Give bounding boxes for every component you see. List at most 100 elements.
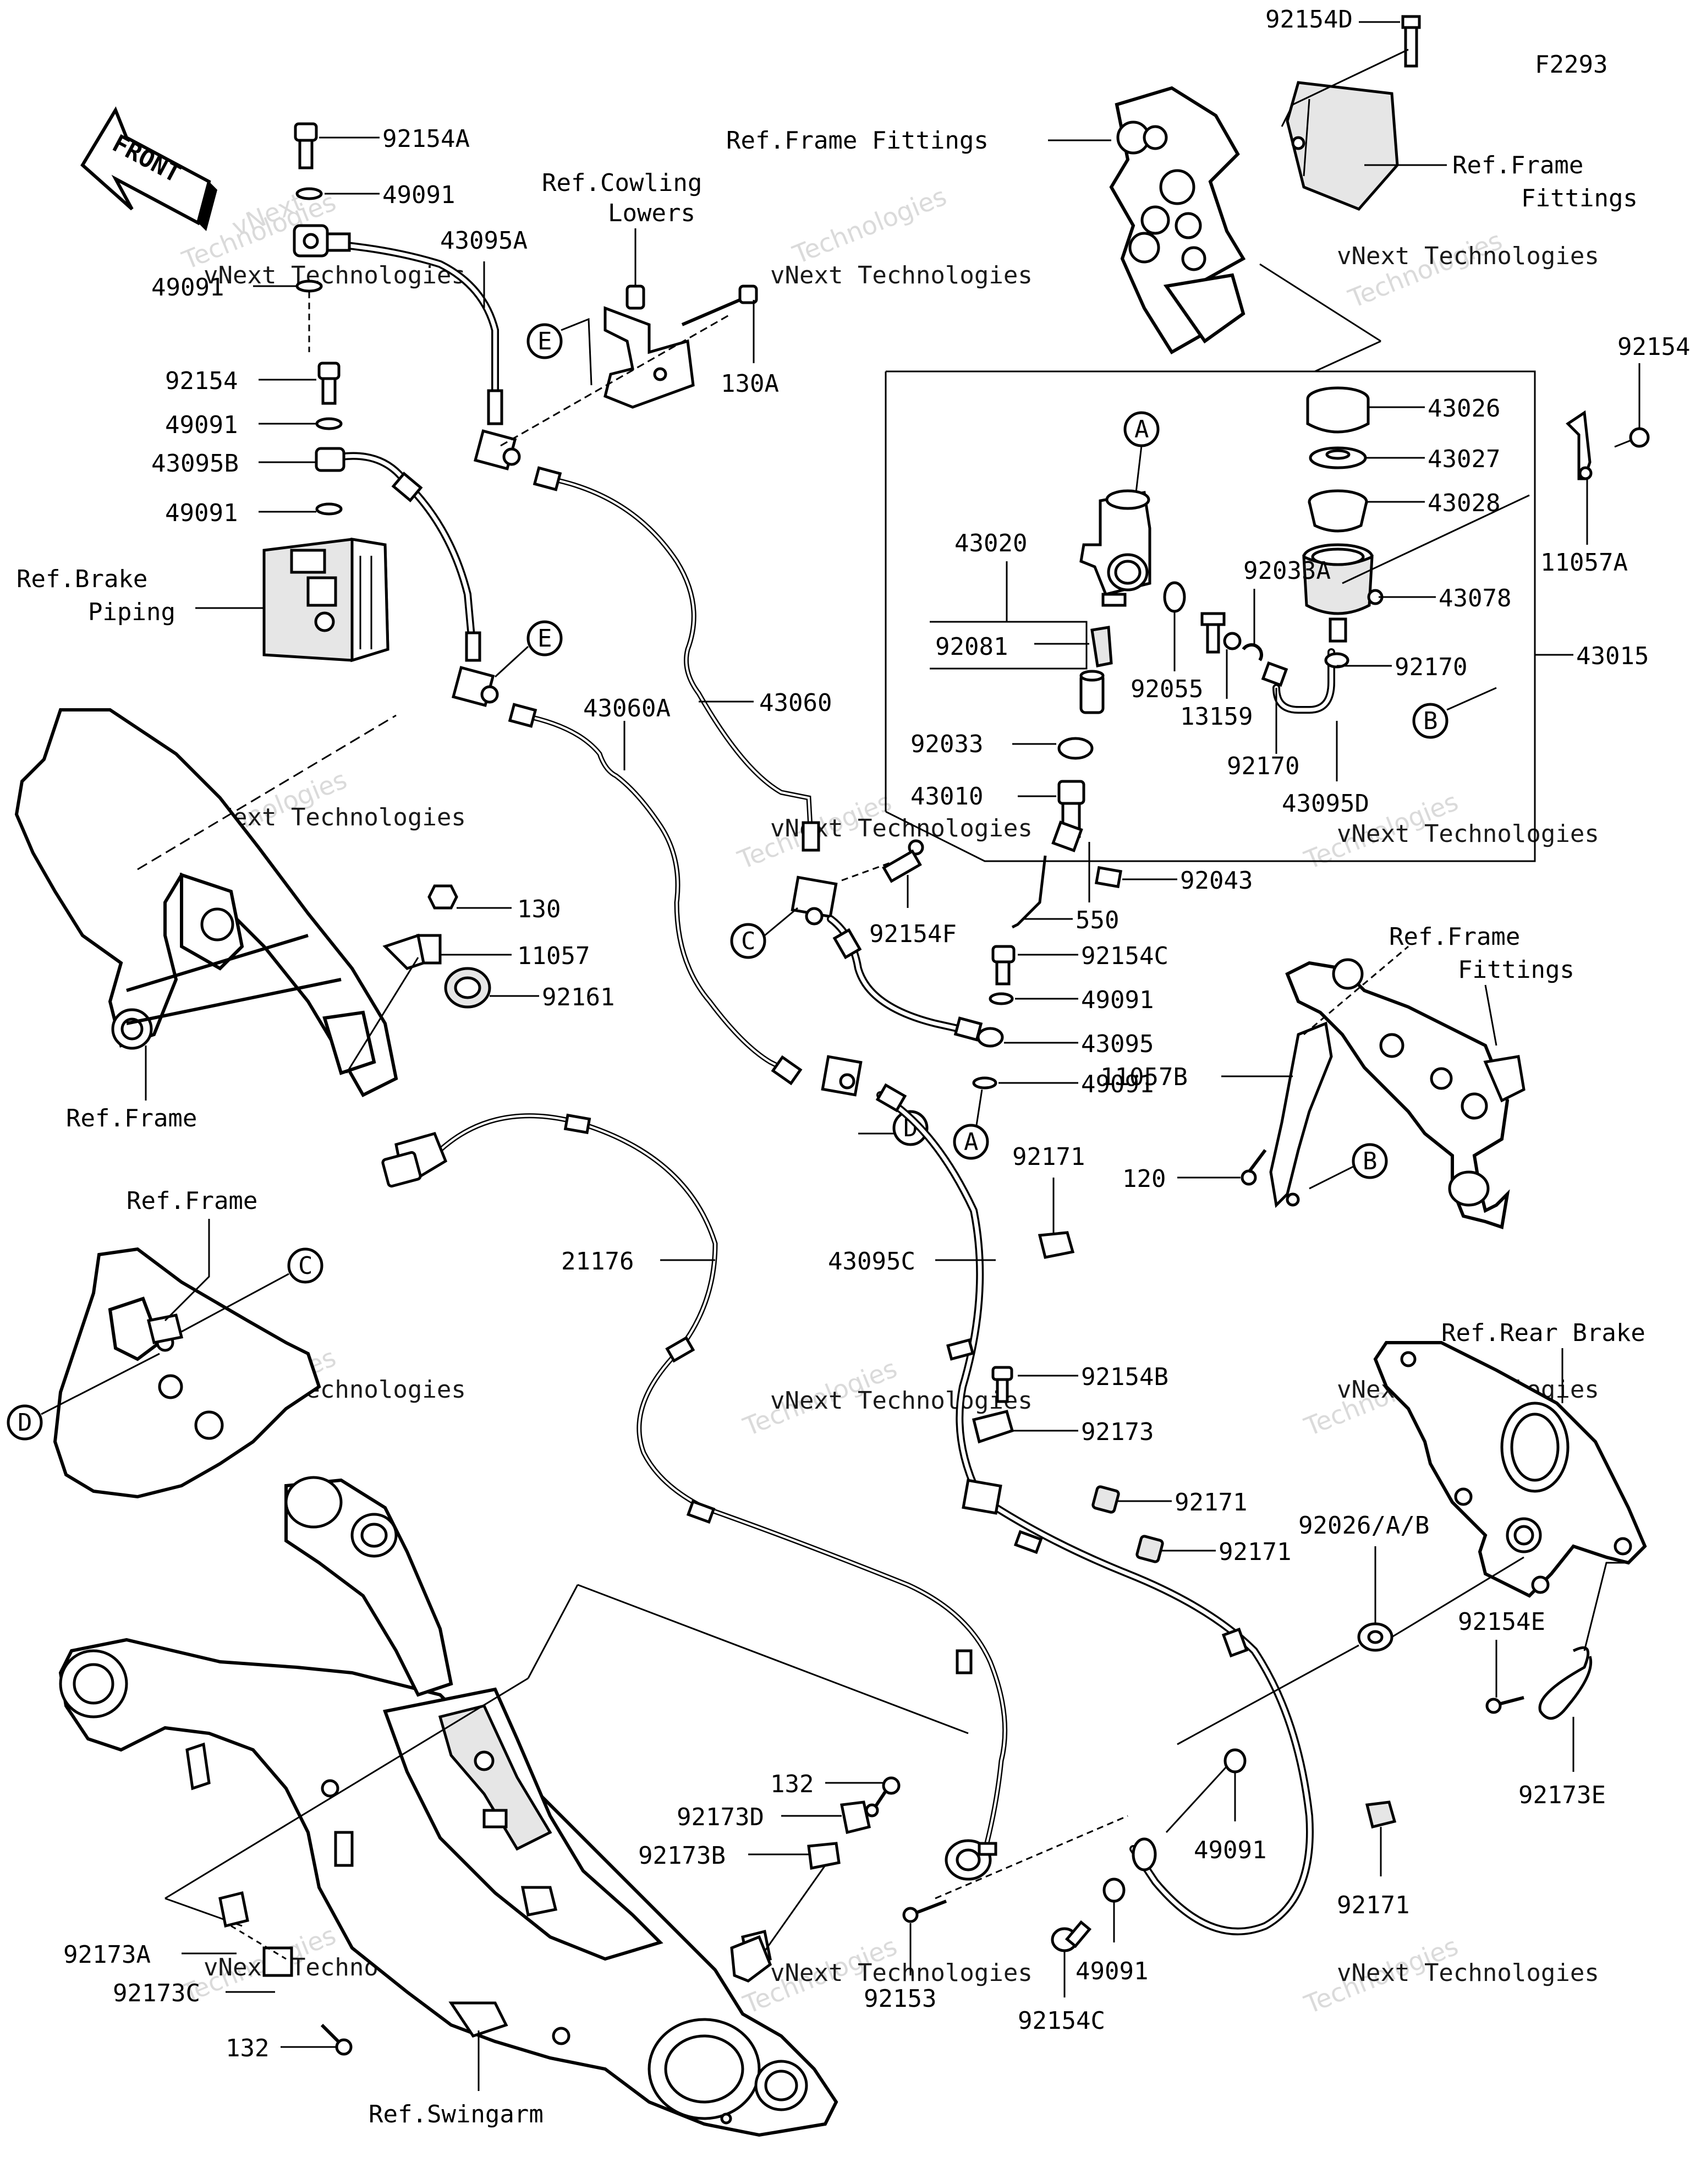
watermark: Technologies <box>788 181 951 270</box>
label-92055: 92055 <box>1131 675 1203 703</box>
washer-49091a-icon <box>295 187 323 200</box>
frame-fittings-bracket-right <box>1285 958 1526 1229</box>
callout-B-lower <box>1352 1143 1388 1179</box>
bolt-92153-icon <box>902 1900 947 1923</box>
bolt-130A-icon <box>681 284 758 326</box>
clamp-92173B-icon <box>807 1842 841 1870</box>
label-43095D: 43095D <box>1282 790 1369 818</box>
pushrod-holder-icon <box>1079 670 1105 714</box>
callout-D-lower <box>7 1404 43 1441</box>
boot-92081-icon <box>1090 626 1113 667</box>
label-92026: 92026/A/B <box>1298 1512 1429 1540</box>
bolt-92154A-icon <box>294 122 318 169</box>
grommet-92161-icon <box>444 967 491 1009</box>
label-120: 120 <box>1122 1165 1166 1193</box>
label-92043: 92043 <box>1180 867 1253 895</box>
watermark-small: vNext Technologies <box>204 261 466 289</box>
clamp-92171b-icon <box>1091 1485 1120 1514</box>
watermark-small: vNext Technologies <box>1337 820 1599 848</box>
washer-49091e-icon <box>989 992 1014 1005</box>
nut-130-icon <box>427 884 458 910</box>
label-92154D: 92154D <box>1265 6 1353 34</box>
label-43078: 43078 <box>1439 584 1511 612</box>
ref-frame-fittings-mid: Ref.Frame <box>1389 923 1520 951</box>
swingarm-icon <box>58 1476 969 2137</box>
circlip-92033-icon <box>1057 737 1094 760</box>
brake-pipe-43060-icon <box>533 466 820 852</box>
callout-D-label-2: D <box>18 1409 32 1437</box>
screw-13159-icon <box>1200 612 1242 654</box>
ref-frame: Ref.Frame <box>66 1104 197 1132</box>
callout-A-lower <box>953 1124 989 1160</box>
bolt-92154B-icon <box>991 1366 1013 1403</box>
label-92154F: 92154F <box>869 920 957 948</box>
callout-B <box>1412 703 1448 739</box>
label-43060A: 43060A <box>583 694 671 722</box>
label-92171d: 92171 <box>1337 1891 1409 1919</box>
reservoir-43078-icon <box>1302 543 1384 643</box>
label-43060: 43060 <box>759 689 832 717</box>
bracket-cowling-icon <box>603 284 695 409</box>
label-49091e: 49091 <box>1081 986 1154 1014</box>
label-49091c: 49091 <box>165 411 238 439</box>
sensor-cable-21176-icon <box>437 1113 1008 1879</box>
callout-E-label-2: E <box>537 625 552 653</box>
ref-frame-fittings-mid: Fittings <box>1458 956 1574 984</box>
label-49091f: 49091 <box>1081 1070 1154 1098</box>
callout-D <box>892 1110 929 1146</box>
joint-block-C-icon <box>791 875 838 926</box>
label-49091h: 49091 <box>1076 1957 1148 1985</box>
label-92173E: 92173E <box>1518 1781 1606 1809</box>
label-92033: 92033 <box>910 730 983 758</box>
bolt-92154F-icon <box>882 839 924 883</box>
diaphragm-43028-icon <box>1308 489 1368 533</box>
clamp-92173D-icon <box>840 1800 879 1835</box>
callout-B-label-2: B <box>1363 1147 1378 1175</box>
callout-C-label-2: C <box>298 1252 313 1280</box>
ref-brake-piping: Ref.Brake <box>17 565 147 593</box>
ref-brake-piping: Piping <box>88 598 175 626</box>
washer-49091d-icon <box>315 502 343 516</box>
callout-A-label: A <box>1134 415 1149 444</box>
ref-frame-fittings-right: Ref.Frame <box>1452 151 1583 179</box>
abs-unit-icon <box>262 538 389 663</box>
label-43095A: 43095A <box>440 227 528 255</box>
label-11057A: 11057A <box>1540 549 1628 577</box>
label-92154B: 92154B <box>1081 1363 1168 1391</box>
joint-block-upper-icon <box>473 429 521 470</box>
joint-block-lower-icon <box>451 666 499 707</box>
ref-frame-fittings: Ref.Frame Fittings <box>726 127 989 155</box>
figure-code: F2293 <box>1535 51 1607 79</box>
callout-A-label-2: A <box>964 1128 979 1156</box>
bolt-92154C-icon <box>991 945 1016 986</box>
label-92154C2: 92154C <box>1018 2007 1105 2035</box>
label-130A: 130A <box>721 370 779 398</box>
label-43020: 43020 <box>954 529 1027 557</box>
washer-49091h-icon <box>1102 1878 1126 1903</box>
hose-43095D-icon <box>1261 648 1349 714</box>
label-43028: 43028 <box>1428 489 1500 517</box>
label-49091a: 49091 <box>382 181 455 209</box>
sensor-connector-icon <box>381 1131 448 1188</box>
label-92154: 92154 <box>165 367 238 395</box>
label-92173A: 92173A <box>63 1941 151 1969</box>
label-13159: 13159 <box>1180 703 1253 731</box>
bracket-11057A-icon <box>1566 410 1593 480</box>
bolt-92154G-icon <box>1614 427 1650 448</box>
label-21176: 21176 <box>561 1247 634 1276</box>
label-49091d: 49091 <box>165 499 238 527</box>
label-43095C: 43095C <box>828 1247 915 1276</box>
speed-sensor-icon <box>945 1839 997 1881</box>
clamp-92173-icon <box>962 1409 1014 1515</box>
label-92154E: 92154E <box>1458 1608 1545 1636</box>
pin-92043-icon <box>1094 866 1123 889</box>
label-92173B: 92173B <box>638 1842 726 1870</box>
label-11057: 11057 <box>517 942 590 970</box>
rear-brake-bracket-icon <box>1373 1341 1647 1598</box>
label-43015: 43015 <box>1576 642 1649 670</box>
hose-43095A-icon <box>293 224 503 425</box>
bracket-11057-icon <box>382 933 442 970</box>
hose-43095-icon <box>827 915 1004 1048</box>
